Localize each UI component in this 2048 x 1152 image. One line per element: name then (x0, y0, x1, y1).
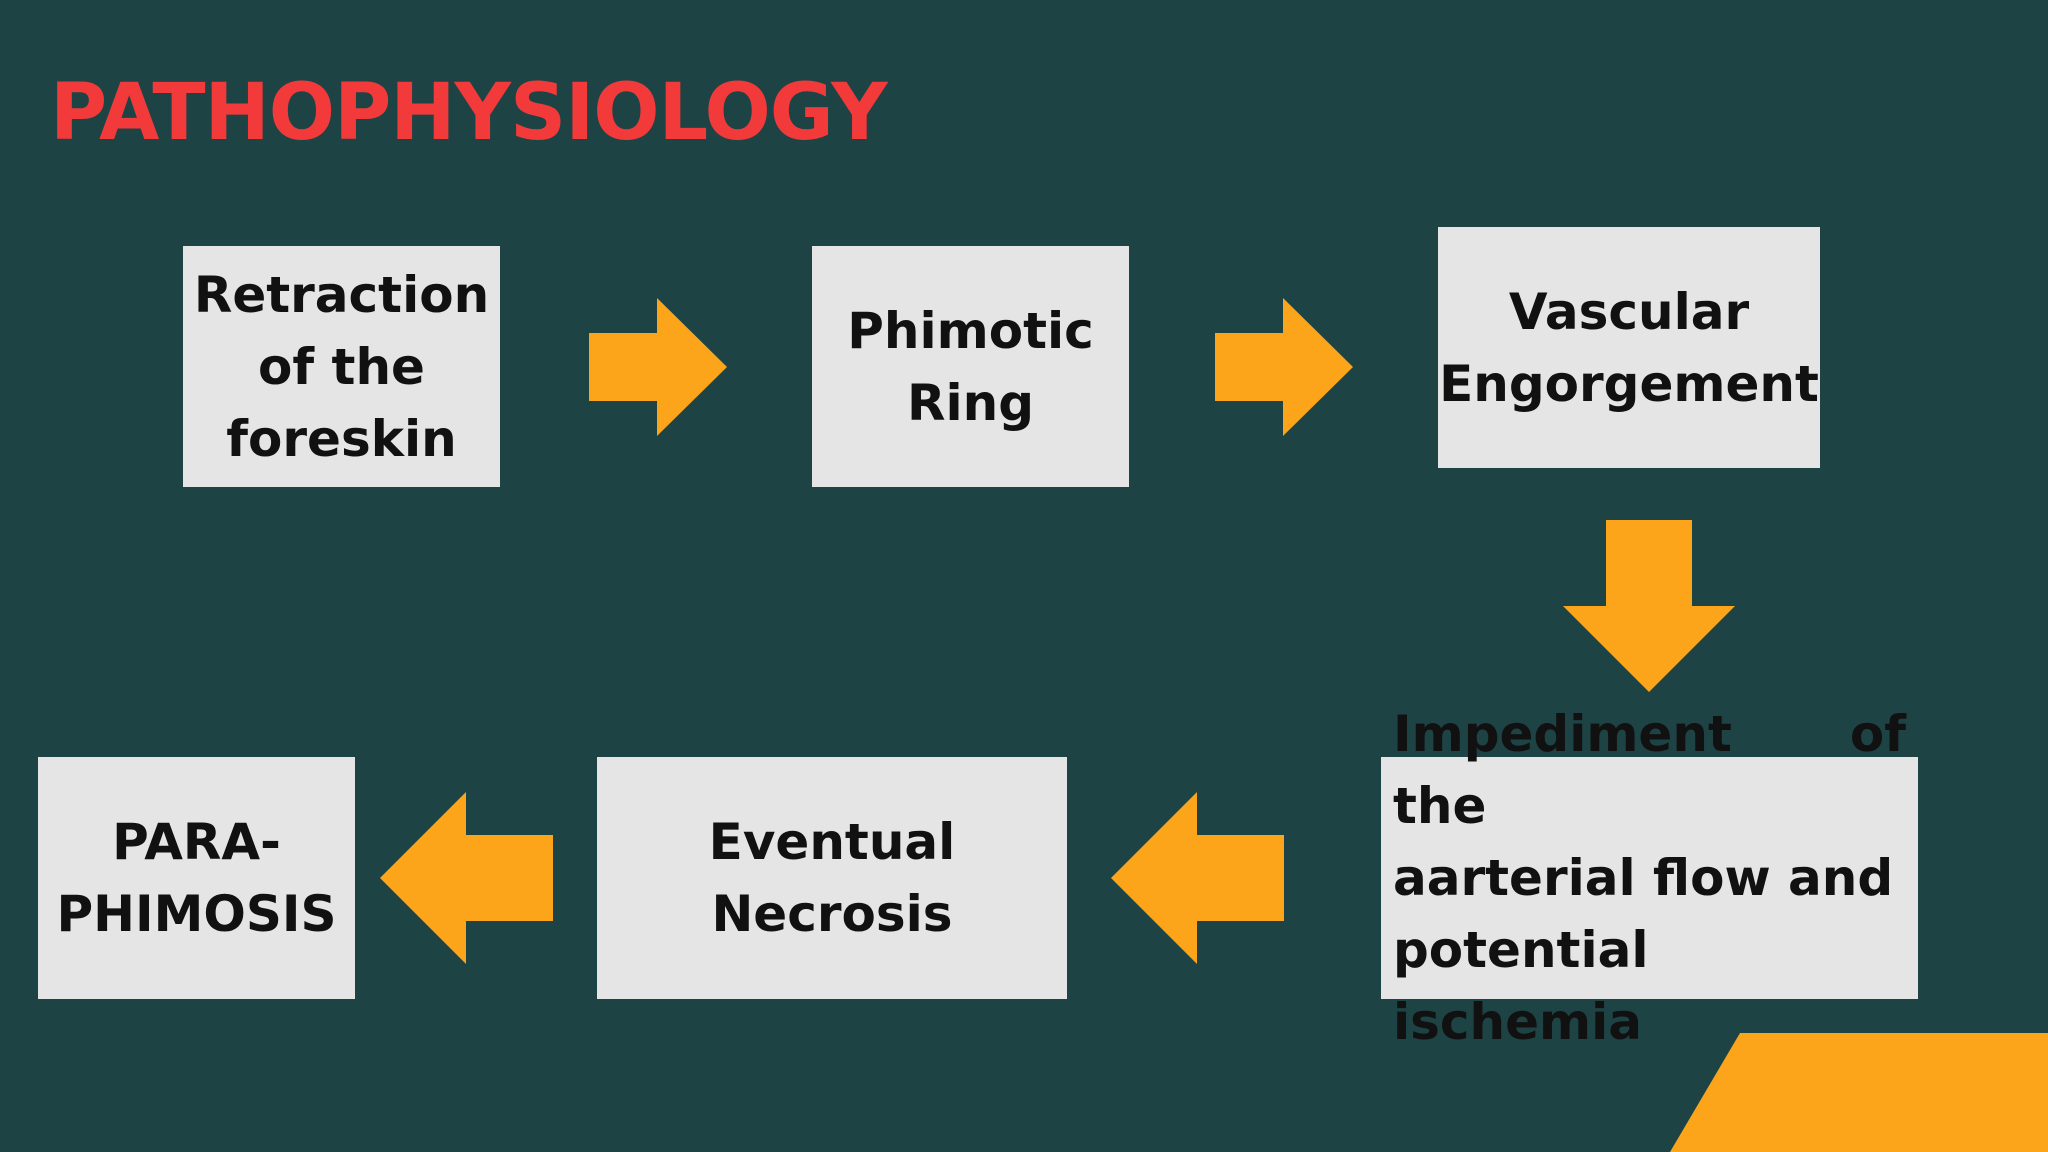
step-label: PARA- PHIMOSIS (56, 813, 337, 943)
arrow-left-icon (380, 792, 553, 964)
step-box-vascular-engorgement: Vascular Engorgement (1438, 227, 1820, 468)
arrow-right-icon (589, 298, 727, 436)
step-box-paraphimosis: PARA- PHIMOSIS (38, 757, 355, 999)
step-box-eventual-necrosis: Eventual Necrosis (597, 757, 1067, 999)
step-label: Impediment of the aarterial flow and pot… (1393, 705, 1906, 1051)
slide-title: PATHOPHYSIOLOGY (50, 68, 888, 158)
decorative-corner-shape (1670, 1033, 2048, 1152)
arrow-left-icon (1111, 792, 1284, 964)
step-box-impediment: Impediment of the aarterial flow and pot… (1381, 705, 1918, 1051)
arrow-down-icon (1563, 520, 1735, 692)
arrow-right-icon (1215, 298, 1353, 436)
step-box-phimotic-ring: Phimotic Ring (812, 246, 1129, 487)
step-label: Vascular Engorgement (1439, 282, 1819, 413)
step-label: Eventual Necrosis (708, 813, 956, 943)
step-label: Phimotic Ring (847, 301, 1094, 432)
step-box-retraction: Retraction of the foreskin (183, 246, 500, 487)
step-label: Retraction of the foreskin (193, 265, 490, 468)
